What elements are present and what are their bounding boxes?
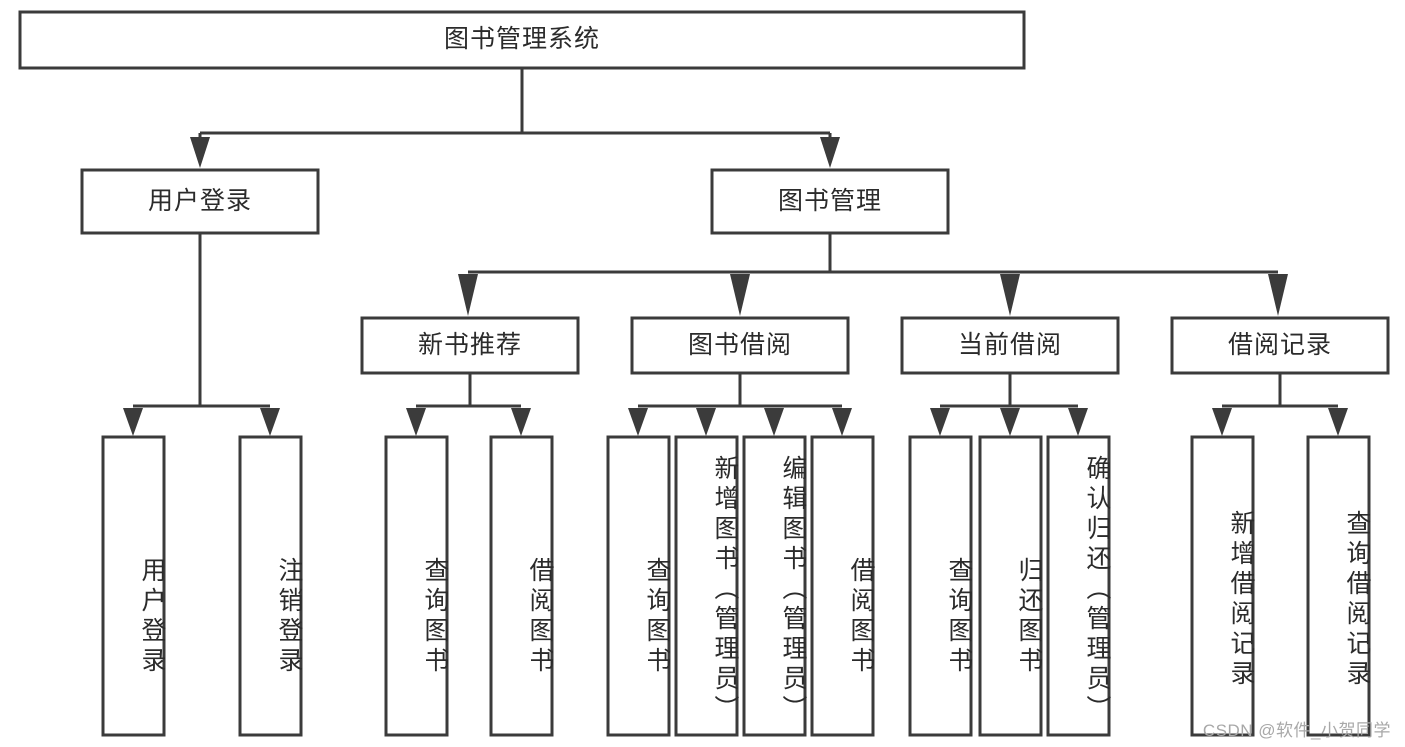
- connector-group-book-borrow: [628, 373, 852, 436]
- node-box-root[interactable]: [18, 10, 1026, 70]
- node-box-leaf-query-book-1[interactable]: [384, 435, 449, 737]
- node-box-leaf-query-book-3[interactable]: [908, 435, 973, 737]
- node-box-leaf-confirm-return[interactable]: [1046, 435, 1111, 737]
- connector-group-user-login: [123, 233, 280, 436]
- node-box-leaf-return-book[interactable]: [978, 435, 1043, 737]
- arrow-head-book-management: [820, 137, 840, 168]
- node-box-book-management[interactable]: [710, 168, 950, 235]
- connector-group-current-borrow: [930, 373, 1088, 436]
- node-box-borrow-record[interactable]: [1170, 316, 1390, 375]
- connector-group-book-management: [458, 233, 1288, 316]
- connector-group-borrow-record: [1212, 373, 1348, 436]
- node-box-leaf-add-book[interactable]: [674, 435, 739, 737]
- arrow-head-leaf-confirm-return: [1068, 408, 1088, 436]
- arrow-head-leaf-borrow-book-1: [511, 408, 531, 436]
- arrow-head-borrow-record: [1268, 274, 1288, 316]
- arrow-head-leaf-query-book-3: [930, 408, 950, 436]
- arrow-head-leaf-user-login: [123, 408, 143, 436]
- node-box-leaf-logout-login[interactable]: [238, 435, 303, 737]
- connector-group-new-book-recommend: [406, 373, 531, 436]
- arrow-head-leaf-query-record: [1328, 408, 1348, 436]
- arrow-head-current-borrow: [1000, 274, 1020, 316]
- arrow-head-new-book-recommend: [458, 274, 478, 316]
- node-box-leaf-query-book-2[interactable]: [606, 435, 671, 737]
- node-box-leaf-add-record[interactable]: [1190, 435, 1255, 737]
- node-box-user-login[interactable]: [80, 168, 320, 235]
- node-box-leaf-query-record[interactable]: [1306, 435, 1371, 737]
- arrow-head-user-login: [190, 137, 210, 168]
- arrow-head-leaf-add-record: [1212, 408, 1232, 436]
- arrow-head-leaf-logout-login: [260, 408, 280, 436]
- arrow-head-leaf-query-book-1: [406, 408, 426, 436]
- node-box-new-book-recommend[interactable]: [360, 316, 580, 375]
- arrow-head-leaf-borrow-book-2: [832, 408, 852, 436]
- node-box-leaf-borrow-book-1[interactable]: [489, 435, 554, 737]
- node-box-leaf-user-login[interactable]: [101, 435, 166, 737]
- node-box-book-borrow[interactable]: [630, 316, 850, 375]
- node-box-leaf-borrow-book-2[interactable]: [810, 435, 875, 737]
- node-box-current-borrow[interactable]: [900, 316, 1120, 375]
- connector-group-root: [190, 68, 840, 168]
- arrow-head-book-borrow: [730, 274, 750, 316]
- arrow-head-leaf-return-book: [1000, 408, 1020, 436]
- arrow-head-leaf-add-book: [696, 408, 716, 436]
- node-box-leaf-edit-book[interactable]: [742, 435, 807, 737]
- arrow-head-leaf-query-book-2: [628, 408, 648, 436]
- arrow-head-leaf-edit-book: [764, 408, 784, 436]
